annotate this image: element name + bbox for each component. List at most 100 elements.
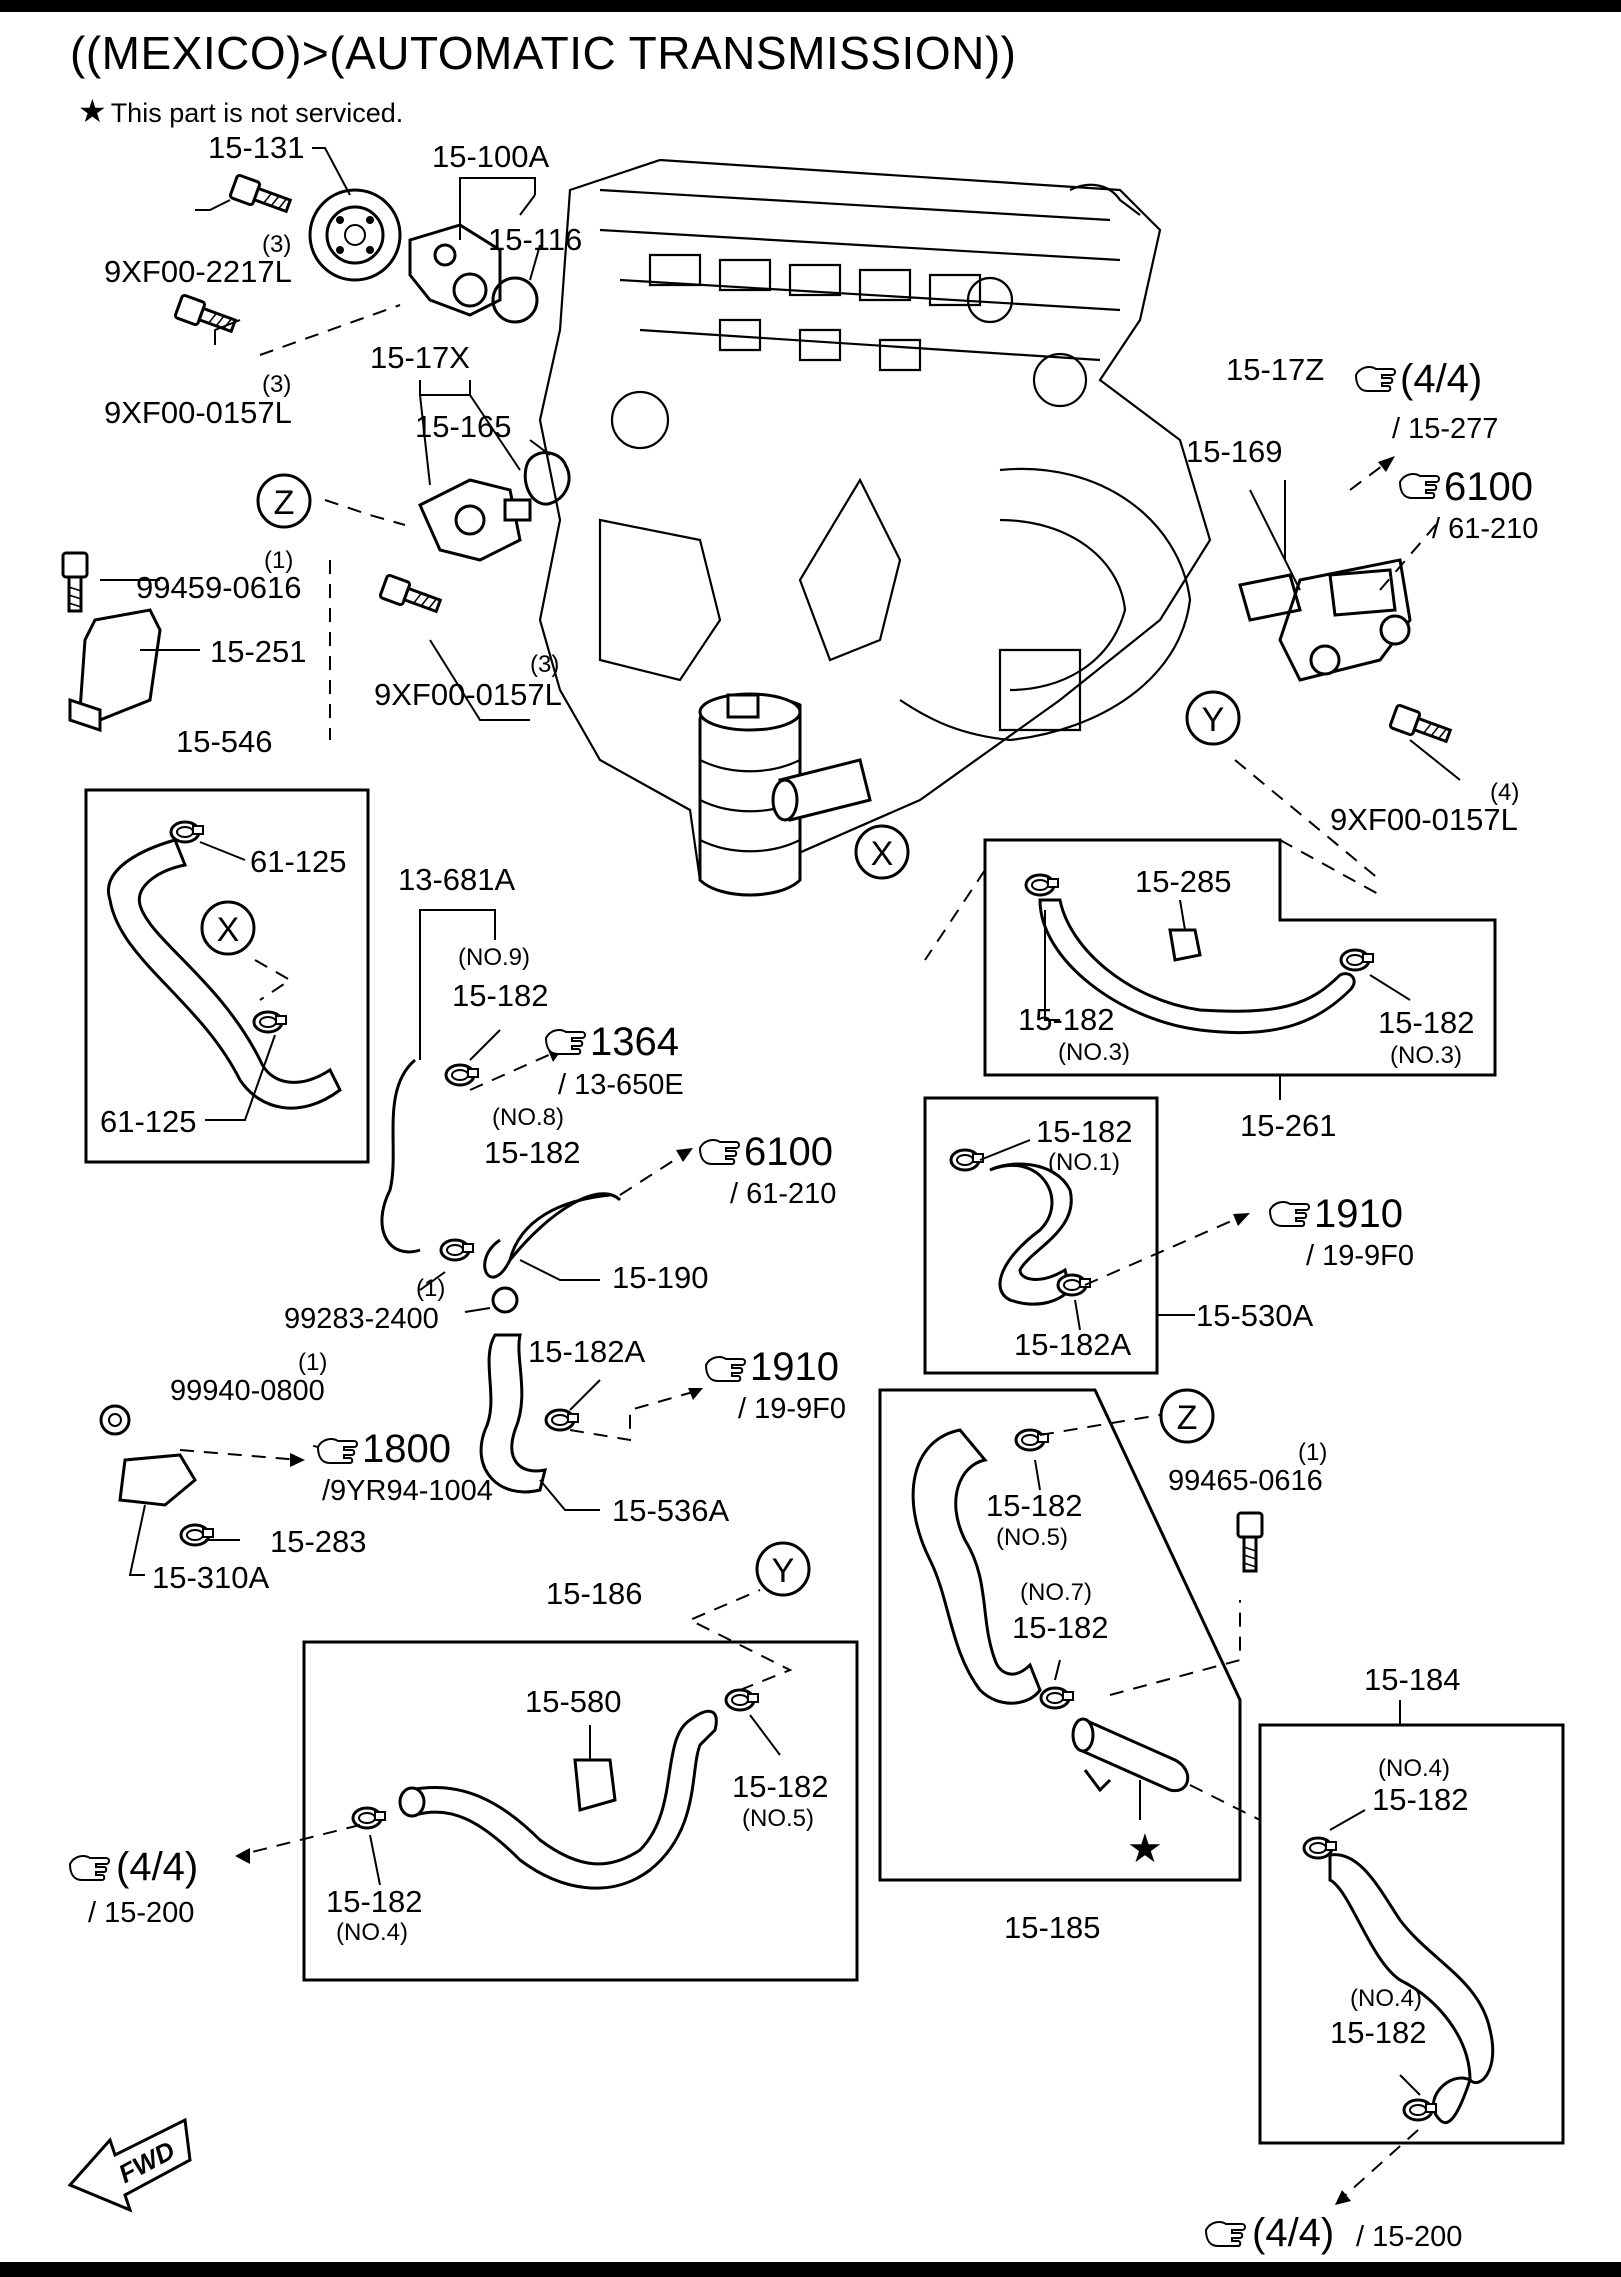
ref-link-1910-left[interactable]: 1910 / 19-9F0 bbox=[705, 1345, 846, 1425]
part-label: 15-182 bbox=[452, 978, 549, 1013]
pointing-hand-icon bbox=[1205, 2221, 1246, 2247]
ref-number: 6100 bbox=[744, 1130, 833, 1174]
part-label: 15-182 bbox=[1012, 1610, 1109, 1645]
pointing-hand-icon bbox=[69, 1855, 110, 1881]
qty-label: (1) bbox=[416, 1275, 445, 1302]
clip-15-580 bbox=[573, 1758, 617, 1812]
bracket-15-251 bbox=[68, 608, 162, 733]
diagram-title: ((MEXICO)>(AUTOMATIC TRANSMISSION)) bbox=[70, 27, 1017, 79]
ref-sub: / 61-210 bbox=[1432, 513, 1538, 545]
part-label: 15-17Z bbox=[1226, 352, 1324, 387]
part-label: 15-100A bbox=[432, 139, 550, 174]
marker-y-box-label: Y bbox=[772, 1552, 795, 1590]
ref-link-4-4-top[interactable]: (4/4) / 15-277 bbox=[1355, 357, 1498, 445]
qty-label: (3) bbox=[530, 651, 559, 678]
part-label: 99465-0616 bbox=[1168, 1465, 1323, 1497]
marker-z-box bbox=[1159, 1388, 1215, 1444]
part-label: 15-283 bbox=[270, 1524, 367, 1559]
bottom-border-bar bbox=[0, 2262, 1621, 2277]
part-label: 15-182 bbox=[1378, 1005, 1475, 1040]
clip-15-285 bbox=[1168, 928, 1202, 962]
fwd-arrow-icon: FWD bbox=[67, 2117, 192, 2213]
part-label: 15-310A bbox=[152, 1560, 270, 1595]
part-label: 61-125 bbox=[100, 1104, 197, 1139]
pointing-hand-icon bbox=[545, 1029, 586, 1055]
ref-number: 1910 bbox=[750, 1345, 839, 1389]
part-label: 15-580 bbox=[525, 1684, 622, 1719]
marker-x-box bbox=[200, 900, 256, 956]
ref-link-1364[interactable]: 1364 / 13-650E bbox=[545, 1020, 684, 1101]
ref-number: 1910 bbox=[1314, 1192, 1403, 1236]
tag-label: (NO.5) bbox=[996, 1524, 1068, 1551]
star-icon: ★ bbox=[1127, 1827, 1163, 1871]
tag-label: (NO.3) bbox=[1390, 1042, 1462, 1069]
part-label: 15-182 bbox=[326, 1884, 423, 1919]
part-label: 9XF00-0157L bbox=[104, 395, 292, 430]
part-label: 15-182A bbox=[528, 1334, 646, 1369]
ref-link-6100-mid[interactable]: 6100 / 61-210 bbox=[699, 1130, 836, 1210]
part-label: 15-530A bbox=[1196, 1298, 1314, 1333]
ref-number: (4/4) bbox=[1252, 2211, 1334, 2255]
ref-number: (4/4) bbox=[1400, 357, 1482, 401]
marker-x-engine bbox=[854, 824, 910, 880]
part-label: 9XF00-0157L bbox=[374, 677, 562, 712]
part-label: 15-182 bbox=[1330, 2015, 1427, 2050]
ref-sub: / 19-9F0 bbox=[738, 1393, 846, 1425]
qty-label: (3) bbox=[262, 231, 291, 258]
part-label: 15-182A bbox=[1014, 1327, 1132, 1362]
part-label: 15-182 bbox=[1372, 1782, 1469, 1817]
ref-sub: /9YR94-1004 bbox=[322, 1475, 493, 1507]
star-icon: ★ bbox=[78, 93, 107, 129]
box-15-546 bbox=[84, 788, 370, 1164]
part-label: 99283-2400 bbox=[284, 1303, 439, 1335]
ref-link-1800[interactable]: 1800 /9YR94-1004 bbox=[317, 1427, 493, 1507]
qty-label: (1) bbox=[1298, 1439, 1327, 1466]
qty-label: (4) bbox=[1490, 779, 1519, 806]
ref-sub: / 13-650E bbox=[558, 1069, 684, 1101]
ref-number: (4/4) bbox=[116, 1845, 198, 1889]
water-pump bbox=[408, 223, 539, 324]
part-label: 15-165 bbox=[415, 409, 512, 444]
box-15-530a bbox=[923, 1096, 1159, 1375]
service-note-text: This part is not serviced. bbox=[110, 98, 404, 128]
pointing-hand-icon bbox=[1269, 1201, 1310, 1227]
marker-y-box bbox=[755, 1541, 811, 1597]
bracket-15-310a bbox=[118, 1453, 215, 1547]
tag-label: (NO.3) bbox=[1058, 1039, 1130, 1066]
part-label: 15-261 bbox=[1240, 1108, 1337, 1143]
qty-label: (1) bbox=[264, 547, 293, 574]
part-label: 15-182 bbox=[1018, 1002, 1115, 1037]
qty-label: (1) bbox=[298, 1349, 327, 1376]
tag-label: (NO.1) bbox=[1048, 1149, 1120, 1176]
ref-link-4-4-bottom[interactable]: (4/4) / 15-200 bbox=[1205, 2211, 1462, 2255]
pointing-hand-icon bbox=[317, 1438, 358, 1464]
thermostat-housing-x bbox=[418, 451, 571, 562]
marker-y-right-label: Y bbox=[1202, 701, 1225, 739]
box-15-184 bbox=[1258, 1723, 1565, 2145]
part-label: 15-169 bbox=[1186, 434, 1283, 469]
ref-sub: / 15-277 bbox=[1392, 413, 1498, 445]
ref-link-1910-right[interactable]: 1910 / 19-9F0 bbox=[1269, 1192, 1414, 1272]
part-label: 15-131 bbox=[208, 130, 305, 165]
ref-link-6100-top[interactable]: 6100 / 61-210 bbox=[1399, 465, 1538, 545]
service-note: ★This part is not serviced. bbox=[78, 92, 403, 130]
engine-block-illustration bbox=[538, 158, 1212, 897]
marker-z-left bbox=[256, 473, 312, 529]
part-label: 9XF00-0157L bbox=[1330, 802, 1518, 837]
tag-label: (NO.9) bbox=[458, 944, 530, 971]
nut-99940 bbox=[99, 1404, 131, 1436]
tag-label: (NO.4) bbox=[336, 1919, 408, 1946]
part-label: 15-116 bbox=[488, 222, 582, 257]
part-label: 15-190 bbox=[612, 1260, 709, 1295]
ref-sub: / 15-200 bbox=[88, 1897, 194, 1929]
part-label: 15-536A bbox=[612, 1493, 730, 1528]
ref-link-4-4-left[interactable]: (4/4) / 15-200 bbox=[69, 1845, 198, 1929]
pointing-hand-icon bbox=[699, 1139, 740, 1165]
part-label: 13-681A bbox=[398, 862, 516, 897]
tag-label: (NO.5) bbox=[742, 1805, 814, 1832]
tag-label: (NO.4) bbox=[1350, 1985, 1422, 2012]
part-label: 15-182 bbox=[484, 1135, 581, 1170]
water-pump-pulley bbox=[308, 188, 402, 282]
marker-y-right bbox=[1185, 690, 1241, 746]
